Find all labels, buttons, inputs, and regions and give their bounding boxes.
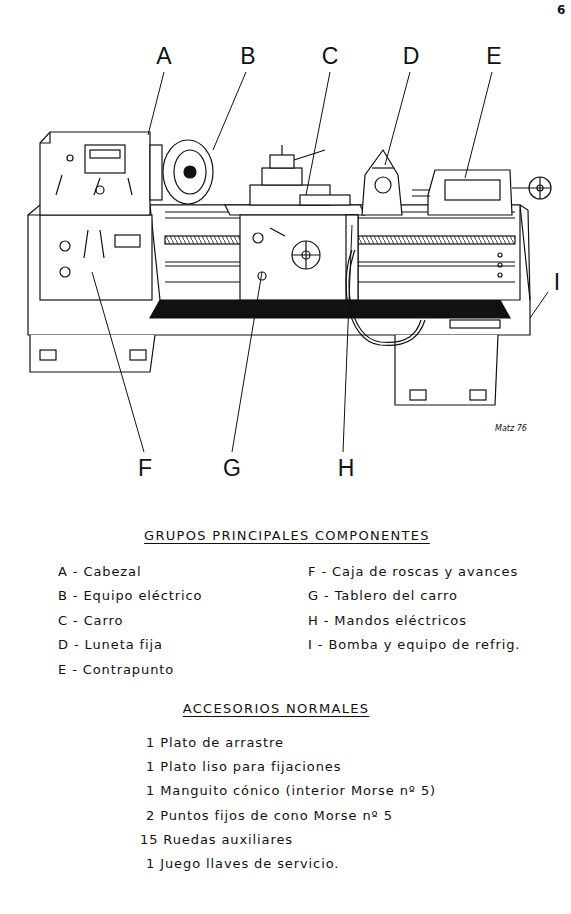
callout-letter: C [322, 44, 339, 69]
section-heading: GRUPOS PRINCIPALES COMPONENTES [144, 529, 430, 543]
component-item: C - Carro [58, 614, 123, 628]
component-item: A - Cabezal [58, 565, 141, 579]
component-item: H - Mandos eléctricos [308, 614, 467, 628]
accessory-item: 15 Ruedas auxiliares [140, 833, 293, 847]
section-heading: ACCESORIOS NORMALES [183, 702, 370, 716]
page-number: 6 [557, 4, 565, 17]
accessory-item: 1 Manguito cónico (interior Morse nº 5) [146, 784, 436, 798]
component-item: G - Tablero del carro [308, 589, 458, 603]
component-item: B - Equipo eléctrico [58, 589, 202, 603]
callout-letter: A [156, 44, 171, 69]
accessory-item: 1 Juego llaves de servicio. [146, 857, 339, 871]
callout-letter: G [223, 456, 241, 481]
callout-letter: D [403, 44, 420, 69]
component-item: D - Luneta fija [58, 638, 163, 652]
component-item: I - Bomba y equipo de refrig. [308, 638, 520, 652]
accessory-item: 1 Plato de arrastre [146, 736, 284, 750]
callout-letter: B [240, 44, 255, 69]
callout-letter: F [138, 456, 152, 481]
callout-letter: E [486, 44, 501, 69]
accessory-item: 1 Plato liso para fijaciones [146, 760, 341, 774]
component-item: E - Contrapunto [58, 663, 174, 677]
callout-letter: H [338, 456, 355, 481]
callout-letter: I [554, 270, 560, 295]
signature: Matz 76 [495, 425, 527, 434]
accessory-item: 2 Puntos fijos de cono Morse nº 5 [146, 809, 393, 823]
component-item: F - Caja de roscas y avances [308, 565, 518, 579]
